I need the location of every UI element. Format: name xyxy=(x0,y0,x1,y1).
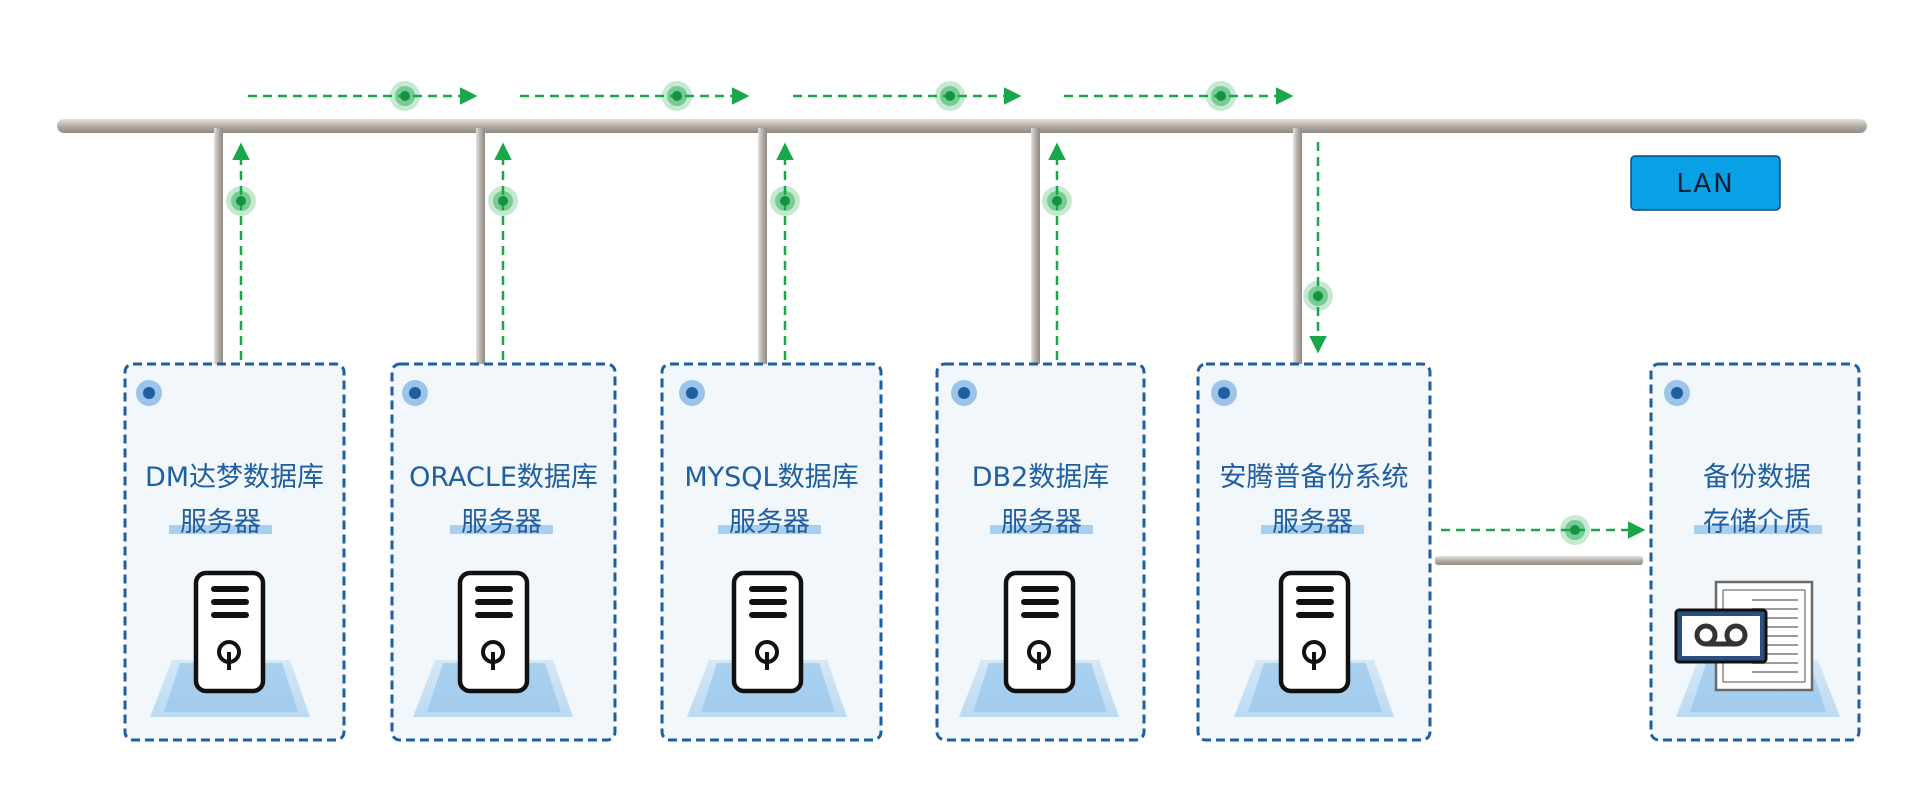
server-icon xyxy=(413,570,573,717)
node-title-line2: 服务器 xyxy=(461,507,542,538)
node-title-line2: 服务器 xyxy=(180,507,261,538)
node-db2[interactable]: DB2数据库 服务器 xyxy=(935,362,1146,742)
node-title-line1: DB2数据库 xyxy=(972,462,1110,493)
data-packet-dot xyxy=(1206,81,1236,111)
tape-storage-icon xyxy=(1674,580,1840,717)
data-packets xyxy=(226,81,1590,545)
data-packet-dot xyxy=(770,186,800,216)
node-title-line2: 服务器 xyxy=(729,507,810,538)
server-icon xyxy=(150,570,310,717)
node-title-line1: DM达梦数据库 xyxy=(145,462,324,493)
node-title-line2: 服务器 xyxy=(1001,507,1082,538)
data-packet-dot xyxy=(1042,186,1072,216)
node-title-line2: 服务器 xyxy=(1272,507,1353,538)
drop-pipe-db2 xyxy=(1031,128,1040,366)
data-packet-dot xyxy=(390,81,420,111)
drop-pipe-dm xyxy=(214,128,223,366)
node-backup-system[interactable]: 安腾普备份系统 服务器 xyxy=(1196,362,1432,742)
node-indicator-icon xyxy=(951,380,977,406)
lan-backbone-pipe xyxy=(57,119,1867,133)
node-title-line1: MYSQL数据库 xyxy=(684,462,858,493)
storage-link-pipe xyxy=(1435,556,1643,565)
node-backup-storage[interactable]: 备份数据 存储介质 xyxy=(1649,362,1861,742)
node-title-line1: 安腾普备份系统 xyxy=(1220,462,1409,493)
node-indicator-icon xyxy=(1211,380,1237,406)
data-packet-dot xyxy=(1560,515,1590,545)
upload-flow-arrows xyxy=(232,142,1066,360)
data-packet-dot xyxy=(662,81,692,111)
node-mysql[interactable]: MYSQL数据库 服务器 xyxy=(660,362,883,742)
node-boxes: DM达梦数据库 服务器 ORACLE数据库 服务器 xyxy=(123,362,1861,742)
drop-pipes xyxy=(214,128,1302,366)
node-title-line1: ORACLE数据库 xyxy=(409,462,598,493)
node-indicator-icon xyxy=(679,380,705,406)
node-title-line2: 存储介质 xyxy=(1703,507,1811,538)
server-icon xyxy=(687,570,847,717)
drop-pipe-oracle xyxy=(476,128,485,366)
server-icon xyxy=(1234,570,1394,717)
node-indicator-icon xyxy=(402,380,428,406)
data-packet-dot xyxy=(935,81,965,111)
node-indicator-icon xyxy=(1664,380,1690,406)
node-indicator-icon xyxy=(136,380,162,406)
lan-label: LAN xyxy=(1676,169,1734,199)
node-title-line1: 备份数据 xyxy=(1703,462,1811,493)
data-packet-dot xyxy=(488,186,518,216)
drop-pipe-backup-system xyxy=(1293,128,1302,366)
node-oracle[interactable]: ORACLE数据库 服务器 xyxy=(390,362,617,742)
drop-pipe-mysql xyxy=(758,128,767,366)
node-dm[interactable]: DM达梦数据库 服务器 xyxy=(123,362,346,742)
data-packet-dot xyxy=(226,186,256,216)
data-packet-dot xyxy=(1303,281,1333,311)
lan-label-box: LAN xyxy=(1630,155,1781,211)
server-icon xyxy=(959,570,1119,717)
